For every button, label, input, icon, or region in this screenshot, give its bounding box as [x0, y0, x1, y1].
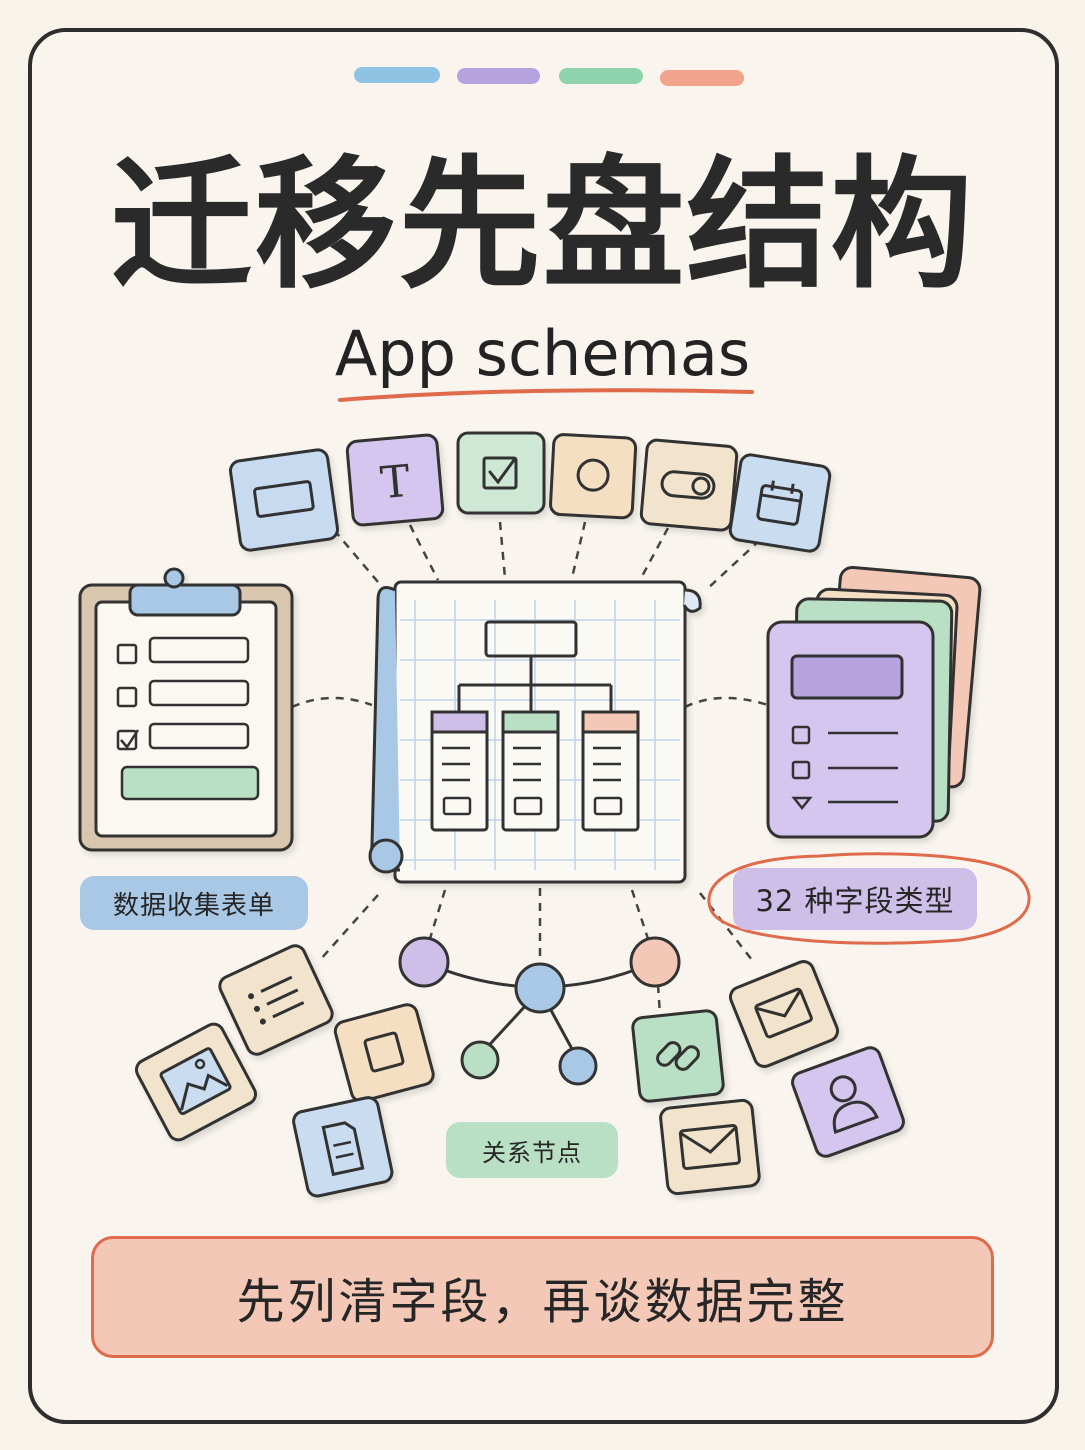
svg-text:T: T: [378, 456, 412, 509]
square-icon: [333, 1003, 435, 1103]
toggle-icon: [639, 438, 739, 532]
checkbox-icon: [456, 431, 546, 515]
label-relation-nodes: 关系节点: [446, 1122, 618, 1178]
list-icon: [218, 944, 334, 1056]
subtitle-underline: [338, 388, 754, 402]
radio-icon: [549, 433, 638, 520]
page-title: 迁移先盘结构: [110, 143, 975, 308]
calendar-icon: [728, 453, 832, 553]
envelope-icon: [659, 1098, 761, 1196]
clipboard-form-illustration: [78, 567, 294, 852]
page-subtitle: App schemas: [334, 317, 751, 390]
label-field-types: 32 种字段类型: [733, 868, 977, 930]
label-data-collection-forms: 数据收集表单: [80, 876, 308, 930]
relation-node-graph: [398, 936, 681, 1086]
schema-blueprint-illustration: [368, 580, 702, 884]
text-input-icon: [229, 448, 339, 552]
top-connectors: [333, 521, 761, 591]
link-icon: [631, 1009, 725, 1103]
email-icon: [728, 960, 840, 1068]
field-types-cards-illustration: [766, 565, 982, 839]
highlight-circle: [707, 852, 1031, 945]
text-t-icon: T: [345, 433, 445, 527]
bottom-icons: [134, 944, 905, 1198]
footer-banner: 先列清字段，再谈数据完整: [91, 1236, 994, 1358]
color-dashes: [354, 67, 744, 86]
user-icon: [791, 1046, 905, 1158]
field-type-icons: T: [229, 431, 832, 553]
image-icon: [134, 1022, 258, 1142]
document-icon: [292, 1096, 394, 1198]
